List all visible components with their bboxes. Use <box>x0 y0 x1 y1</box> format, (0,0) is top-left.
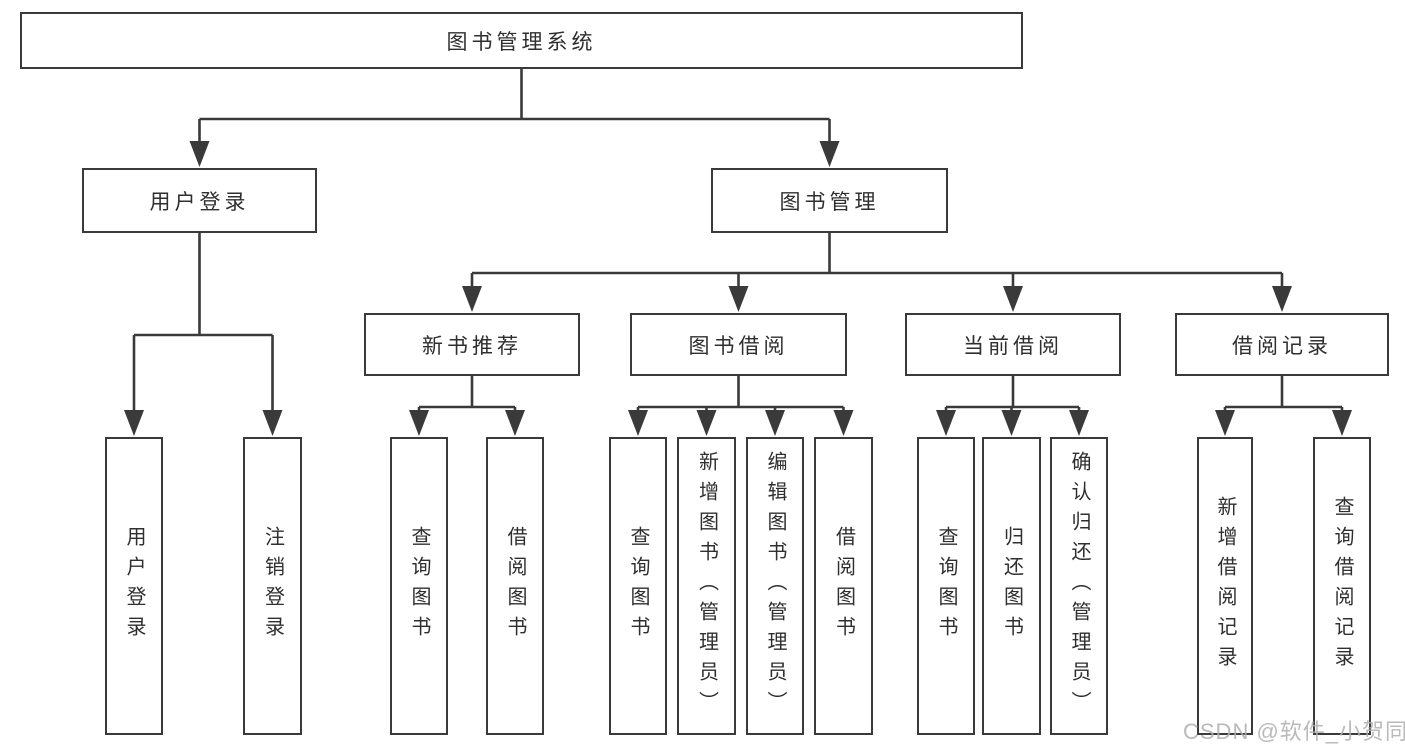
leaf-borrow-books-2-label: 借阅图书 <box>832 526 855 646</box>
leaf-edit-book-admin-label: 编辑图书（管理员） <box>764 451 786 721</box>
node-root: 图书管理系统 <box>20 12 1023 69</box>
leaf-logout: 注销登录 <box>243 437 302 735</box>
node-book-borrowing-label: 图书借阅 <box>688 334 789 358</box>
leaf-query-books-3-label: 查询图书 <box>935 526 957 646</box>
node-book-borrowing: 图书借阅 <box>630 313 847 376</box>
leaf-logout-label: 注销登录 <box>261 526 284 646</box>
node-book-management: 图书管理 <box>711 168 948 233</box>
leaf-query-borrow-record: 查询借阅记录 <box>1313 437 1371 735</box>
node-current-borrowing: 当前借阅 <box>905 313 1121 376</box>
leaf-add-book-admin-label: 新增图书（管理员） <box>695 451 718 721</box>
leaf-add-borrow-record-label: 新增借阅记录 <box>1214 496 1236 676</box>
node-book-management-label: 图书管理 <box>779 190 880 214</box>
leaf-query-books-2: 查询图书 <box>609 437 667 735</box>
leaf-user-login: 用户登录 <box>105 437 163 735</box>
leaf-borrow-books-1-label: 借阅图书 <box>504 526 526 646</box>
leaf-query-books-2-label: 查询图书 <box>627 526 649 646</box>
leaf-confirm-return-admin: 确认归还（管理员） <box>1050 437 1108 735</box>
leaf-query-books-3: 查询图书 <box>917 437 975 735</box>
leaf-query-books-1: 查询图书 <box>390 437 448 735</box>
leaf-borrow-books-2: 借阅图书 <box>814 437 873 735</box>
leaf-confirm-return-admin-label: 确认归还（管理员） <box>1068 451 1090 721</box>
arrowheads <box>124 141 1352 436</box>
leaf-query-books-1-label: 查询图书 <box>408 526 430 646</box>
node-new-book-recommendation-label: 新书推荐 <box>422 334 522 358</box>
leaf-query-borrow-record-label: 查询借阅记录 <box>1331 496 1353 676</box>
node-user-login-label: 用户登录 <box>149 190 250 214</box>
leaf-add-book-admin: 新增图书（管理员） <box>677 437 736 735</box>
leaf-add-borrow-record: 新增借阅记录 <box>1197 437 1253 735</box>
node-borrowing-records: 借阅记录 <box>1175 313 1389 376</box>
leaf-user-login-label: 用户登录 <box>123 526 145 646</box>
csdn-watermark: CSDN @软件_小贺同学 <box>1183 719 1405 744</box>
leaf-edit-book-admin: 编辑图书（管理员） <box>746 437 804 735</box>
leaf-borrow-books-1: 借阅图书 <box>486 437 544 735</box>
node-current-borrowing-label: 当前借阅 <box>963 334 1063 358</box>
node-new-book-recommendation: 新书推荐 <box>364 313 580 376</box>
node-user-login: 用户登录 <box>82 168 317 233</box>
leaf-return-book-label: 归还图书 <box>1000 526 1023 646</box>
node-borrowing-records-label: 借阅记录 <box>1232 334 1332 358</box>
node-root-label: 图书管理系统 <box>446 30 597 54</box>
leaf-return-book: 归还图书 <box>982 437 1041 735</box>
